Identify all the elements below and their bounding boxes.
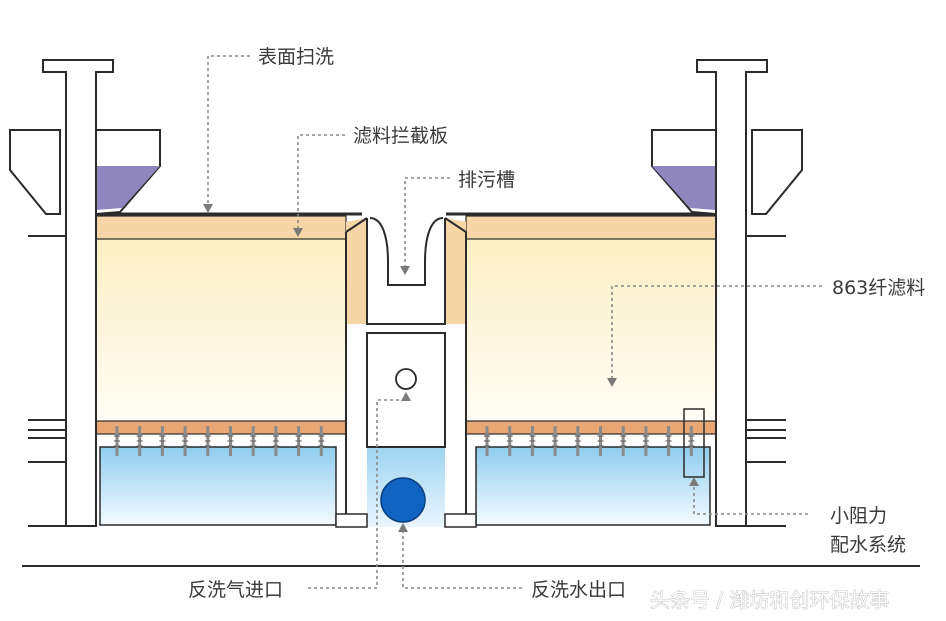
water-outlet-circle bbox=[380, 477, 426, 523]
right-wall-steps bbox=[746, 235, 786, 527]
right-water-zone bbox=[475, 446, 711, 526]
leader-fiber-media bbox=[611, 285, 822, 380]
right-nozzles bbox=[484, 426, 695, 456]
leader-sewage-trough bbox=[404, 177, 450, 270]
leader-lines bbox=[203, 55, 822, 589]
left-nozzles bbox=[114, 426, 325, 456]
air-inlet-circle bbox=[395, 368, 417, 390]
left-column bbox=[9, 59, 161, 527]
left-fiber-media bbox=[93, 237, 346, 421]
watermark: 头条号 / 潍坊和创环保故事 bbox=[650, 588, 889, 612]
left-pillar bbox=[42, 59, 114, 527]
right-fiber-media bbox=[466, 237, 719, 421]
right-media-top-layer bbox=[465, 215, 720, 240]
label-sewage-trough: 排污槽 bbox=[458, 169, 515, 191]
left-water-zone bbox=[99, 446, 337, 526]
label-retention-plate: 滤料拦截板 bbox=[353, 125, 448, 147]
air-chamber bbox=[366, 332, 446, 448]
right-filter-bed bbox=[446, 212, 720, 526]
sewage-trough bbox=[369, 217, 444, 286]
left-support-layer bbox=[92, 420, 347, 435]
left-filter-bed bbox=[92, 212, 362, 526]
left-media-top-layer bbox=[92, 215, 347, 240]
right-funnel-liquid bbox=[652, 166, 716, 210]
label-distribution-line2: 配水系统 bbox=[830, 534, 906, 556]
trough-walls bbox=[345, 217, 467, 436]
label-distribution-line1: 小阻力 bbox=[830, 505, 887, 527]
right-column bbox=[651, 59, 803, 527]
right-floor-stub bbox=[444, 513, 477, 528]
leader-surface-wash bbox=[207, 55, 250, 208]
arrow-surface-wash bbox=[203, 204, 213, 213]
leader-water-outlet bbox=[402, 530, 522, 589]
arrow-retention-plate bbox=[293, 228, 303, 237]
sewage-trough-fill bbox=[346, 218, 466, 324]
left-funnel-liquid bbox=[96, 166, 160, 210]
left-funnel-outer bbox=[9, 129, 61, 215]
leader-distribution bbox=[693, 484, 808, 515]
arrow-distribution bbox=[689, 477, 699, 486]
label-air-inlet: 反洗气进口 bbox=[188, 579, 283, 601]
right-support-layer bbox=[465, 420, 720, 435]
arrow-air-inlet bbox=[401, 392, 411, 401]
label-surface-wash: 表面扫洗 bbox=[258, 46, 334, 68]
arrow-fiber-media bbox=[607, 378, 617, 387]
arrow-sewage-trough bbox=[400, 266, 410, 275]
left-floor-stub bbox=[335, 513, 368, 528]
right-funnel-outer bbox=[751, 129, 803, 215]
label-fiber-media: 863纤滤料 bbox=[832, 277, 925, 299]
left-wall-steps bbox=[28, 235, 66, 527]
arrow-water-outlet bbox=[398, 523, 408, 532]
center-channel bbox=[335, 217, 477, 528]
label-water-outlet: 反洗水出口 bbox=[531, 579, 626, 601]
